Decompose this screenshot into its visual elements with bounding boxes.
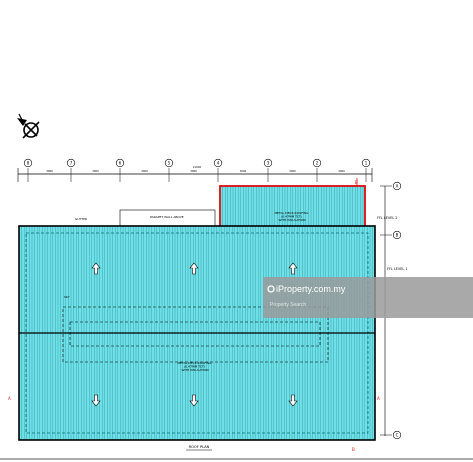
parapet-label: PARAPET WALL ABOVE [150, 215, 184, 219]
grid-bubble-8: 8 [23, 158, 33, 168]
plan-title: ROOF PLAN [189, 445, 210, 449]
slope-arrow-down-icon [189, 394, 199, 407]
svg-text:B: B [355, 180, 358, 185]
grid-bubble-5: 5 [164, 158, 174, 168]
svg-text:C: C [396, 433, 399, 438]
grid-bubble-B: B [392, 230, 402, 240]
grid-bubble-3: 3 [263, 158, 273, 168]
grid-axis-top [17, 168, 373, 182]
upper-roof-note: METAL DECK ROOFING (0.47MM TCT) WITH INS… [275, 211, 310, 222]
svg-text:3: 3 [267, 161, 270, 166]
svg-text:B: B [396, 233, 399, 238]
slope-arrow-down-icon [91, 394, 101, 407]
dimension-label: 3000 [46, 169, 53, 173]
slope-arrow-up-icon [288, 262, 298, 275]
grid-bubble-1: 1 [361, 158, 371, 168]
grid-bubble-7: 7 [66, 158, 76, 168]
level-label-1: FFL LEVEL 1 [387, 267, 408, 271]
svg-text:5: 5 [168, 161, 171, 166]
slope-arrow-down-icon [288, 394, 298, 407]
grid-bubble-2: 2 [312, 158, 322, 168]
svg-text:1: 1 [365, 161, 368, 166]
svg-text:6: 6 [119, 161, 122, 166]
dimension-total: 21000 [193, 165, 202, 169]
skylight-outline [62, 306, 329, 363]
skylight-label: SKY [64, 295, 70, 299]
watermark-brand: iProperty.com.my [276, 284, 346, 294]
dimension-label: 3000 [240, 169, 247, 173]
section-marker-bottom: B [352, 447, 355, 452]
north-arrow-icon [17, 113, 40, 139]
upper-roof-block [219, 185, 366, 229]
svg-text:8: 8 [27, 161, 30, 166]
pin-icon [267, 285, 275, 293]
svg-text:A: A [396, 184, 399, 189]
dimension-label: 3000 [338, 169, 345, 173]
svg-text:A: A [8, 396, 11, 401]
svg-text:B: B [352, 447, 355, 452]
grid-bubble-C: C [392, 430, 402, 440]
grid-bubble-4: 4 [213, 158, 223, 168]
watermark-sub: Property Search [270, 302, 306, 308]
main-roof-note: METAL DECK ROOFING (0.47MM TCT) WITH INS… [178, 361, 213, 372]
grid-bubble-A: A [392, 181, 402, 191]
svg-text:7: 7 [70, 161, 73, 166]
main-roof-block [18, 225, 376, 441]
dimension-label: 3000 [92, 169, 99, 173]
section-marker-right: A [377, 396, 380, 401]
gutter-label: GUTTER [75, 217, 87, 221]
dimension-label: 3000 [289, 169, 296, 173]
dimension-label: 3000 [141, 169, 148, 173]
svg-text:2: 2 [316, 161, 319, 166]
grid-bubble-6: 6 [115, 158, 125, 168]
watermark: iProperty.com.my Property Search [263, 277, 473, 318]
svg-text:4: 4 [217, 161, 220, 166]
svg-text:A: A [377, 396, 380, 401]
dimension-label: 3000 [190, 169, 197, 173]
slope-arrow-up-icon [91, 262, 101, 275]
section-marker-top: B [355, 178, 358, 186]
section-marker-left: A [8, 396, 11, 401]
level-label-2: FFL LEVEL 2 [377, 216, 398, 220]
slope-arrow-up-icon [189, 262, 199, 275]
